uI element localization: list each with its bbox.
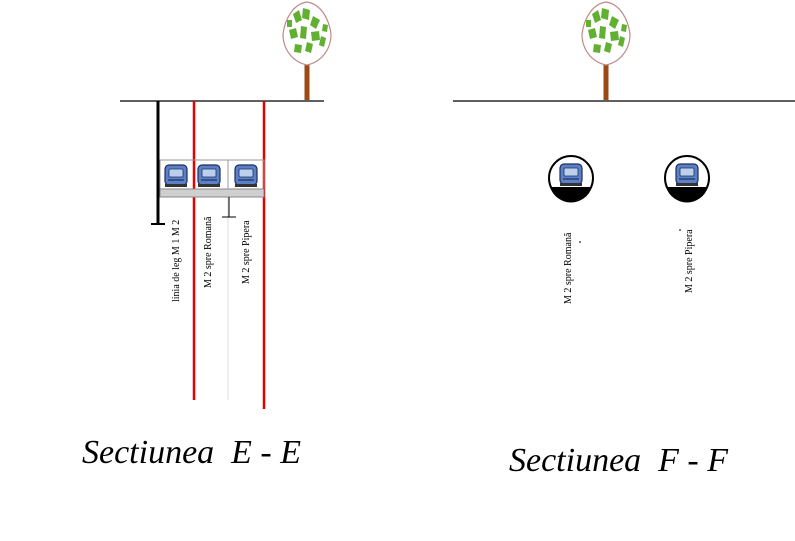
section-e-drawing [120, 1, 332, 409]
section-f-title: Sectiunea F - F [509, 442, 729, 479]
label-connection-line: linia de leg M 1 M 2 [171, 219, 182, 302]
train-icon [559, 163, 583, 187]
tunnel-pipera [664, 155, 710, 203]
section-e-title: Sectiunea E - E [82, 434, 302, 471]
label-m2-romana-e: M 2 spre Romană [203, 216, 214, 288]
label-m2-romana-f: M 2 spre Romană [563, 232, 574, 304]
section-f-drawing [453, 1, 795, 243]
tree-icon [282, 1, 332, 101]
label-m2-pipera-e: M 2 spre Pipera [241, 220, 252, 284]
tree-icon [581, 1, 631, 101]
tunnel-romana [548, 155, 594, 203]
train-icon [675, 163, 699, 187]
train-icon [234, 164, 258, 188]
train-icon [164, 164, 188, 188]
label-m2-pipera-f: M 2 spre Pipera [684, 229, 695, 293]
train-icon [197, 164, 221, 188]
